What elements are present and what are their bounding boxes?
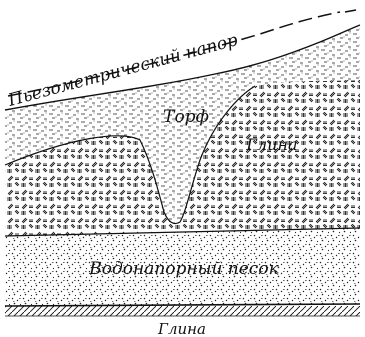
clay-base (5, 306, 360, 316)
label-clay-upper: Глина (245, 135, 297, 154)
label-artesian-sand: Водонапорный песок (88, 259, 279, 279)
label-clay-lower: Глина (157, 320, 206, 337)
piezometric-arrow-tick (345, 10, 356, 12)
label-peat: Торф (163, 107, 209, 127)
